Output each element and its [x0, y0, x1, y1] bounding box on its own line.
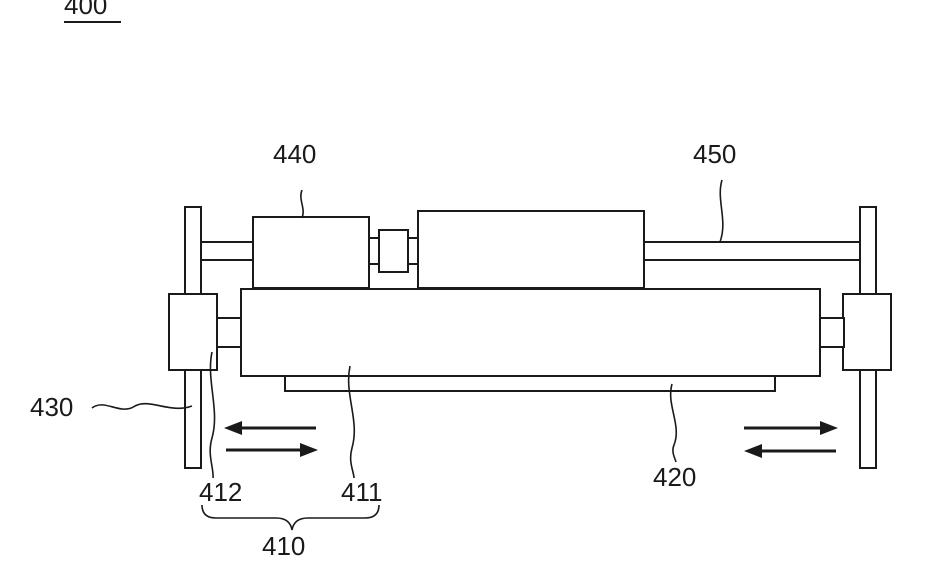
- label-411: 411: [341, 477, 382, 507]
- coupling-right: [408, 238, 418, 264]
- coupling-left: [369, 238, 379, 264]
- leader-420: [671, 384, 677, 462]
- leader-430: [92, 404, 192, 409]
- right-arrow-upper-head: [820, 421, 838, 435]
- leader-440: [301, 190, 303, 218]
- leader-450: [720, 180, 723, 242]
- coupling-block: [379, 230, 408, 272]
- right-shaft-stub: [820, 318, 844, 347]
- left-arrow-upper-head: [224, 421, 242, 435]
- right-end-block: [843, 294, 891, 370]
- left-end-block: [169, 294, 217, 370]
- brace-410: [202, 505, 379, 530]
- drive-unit: [253, 217, 369, 288]
- blade: [285, 376, 775, 391]
- label-440: 440: [273, 139, 316, 169]
- label-410: 410: [262, 531, 305, 561]
- roller-body: [241, 289, 820, 376]
- label-430: 430: [30, 392, 73, 422]
- left-arrow-lower-head: [300, 443, 318, 457]
- label-450: 450: [693, 139, 736, 169]
- label-420: 420: [653, 462, 696, 492]
- label-412: 412: [199, 477, 242, 507]
- carriage-block: [418, 211, 644, 288]
- left-shaft-stub: [217, 318, 241, 347]
- figure-label: 400: [64, 0, 107, 20]
- right-arrow-lower-head: [744, 444, 762, 458]
